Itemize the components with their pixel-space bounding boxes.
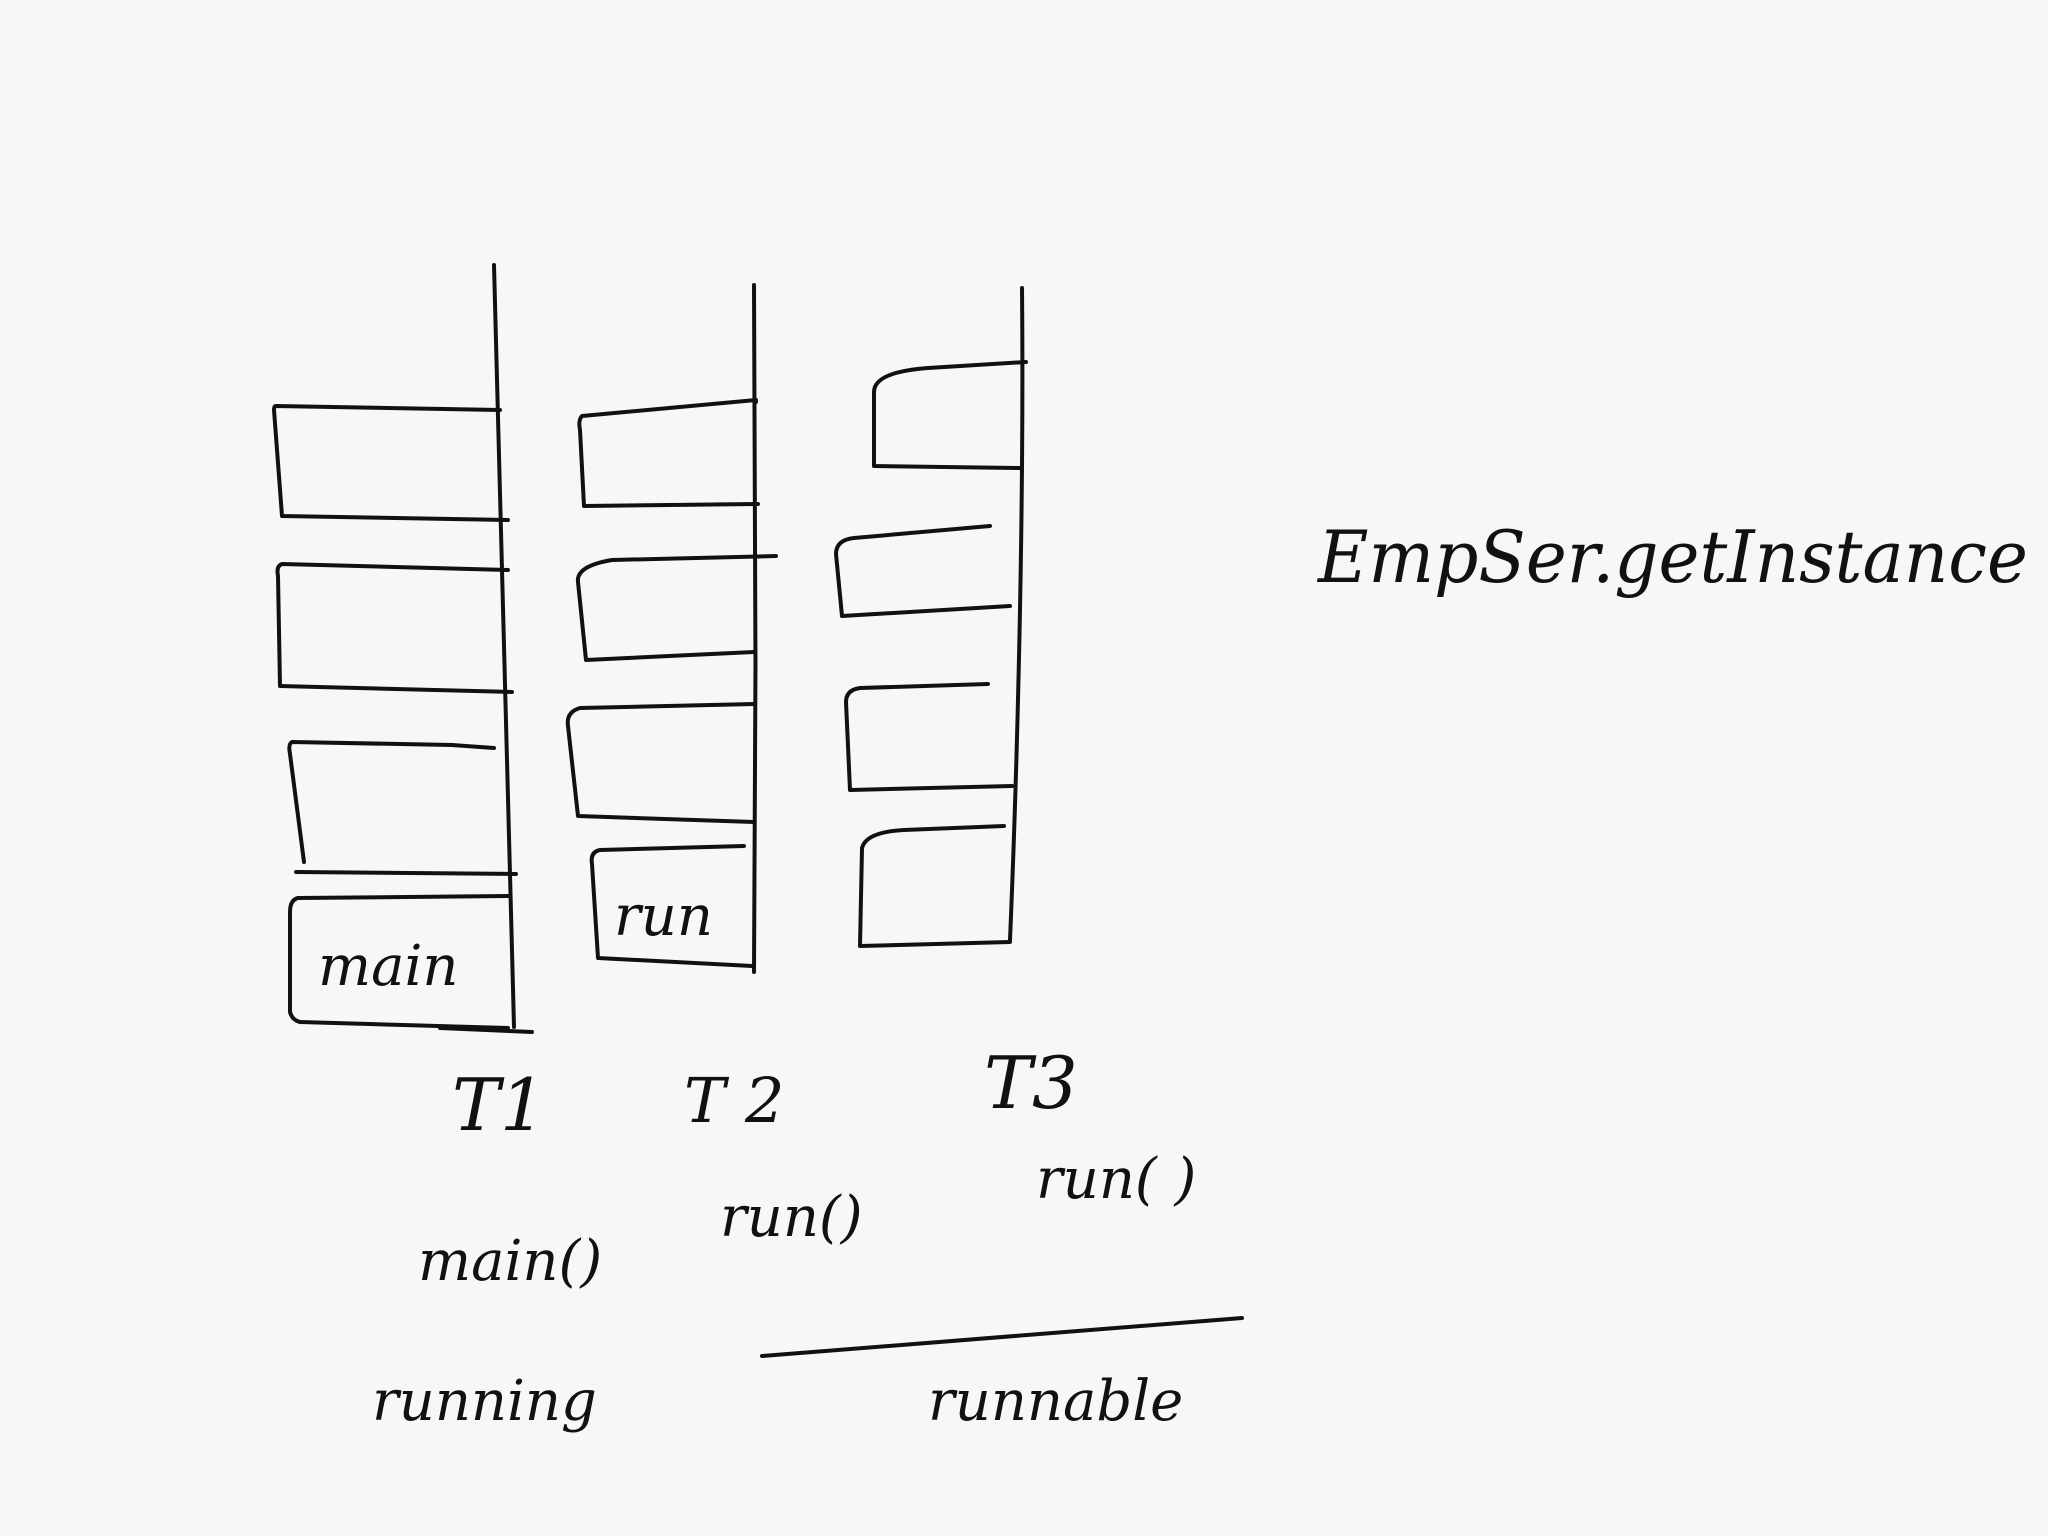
thread-t2-stack: run [565,283,778,974]
thread-label-t3: T3 [984,1041,1078,1125]
t1-frame-main-label: main [318,934,458,999]
t3-frame-1 [858,824,1012,948]
thread-t1-stack: main [272,263,534,1034]
state-runnable-label: runnable [928,1369,1183,1434]
t3-stack-wall [1008,286,1025,942]
t1-frame-4 [272,404,510,522]
method-main-label: main() [418,1229,602,1294]
thread-label-t1: T1 [452,1063,546,1147]
t1-frame-2 [287,740,496,864]
t2-stack-wall [752,283,758,974]
t1-stack-base [438,1026,534,1034]
t3-frame-4 [872,360,1028,470]
t1-frame-3 [275,562,514,694]
method-run-t2-label: run() [720,1185,863,1250]
t2-frame-4 [577,398,760,508]
t1-frame-main [288,894,510,1030]
thread-t3-stack [834,286,1028,948]
t2-frame-3 [575,554,778,662]
t2-frame-run [589,844,754,968]
t2-frame-2 [565,702,756,824]
t2-frame-run-label: run [614,884,713,949]
t1-frame-divider [294,870,518,876]
state-running-label: running [372,1369,597,1434]
t3-frame-3 [834,524,1012,618]
t1-stack-wall [492,263,516,1029]
t3-frame-2 [844,682,1014,792]
runnable-grouping-line [760,1316,1244,1358]
thread-label-t2: T 2 [684,1064,785,1137]
getinstance-annotation: EmpSer.getInstance [1316,515,2028,599]
method-run-t3-label: run( ) [1036,1147,1196,1212]
